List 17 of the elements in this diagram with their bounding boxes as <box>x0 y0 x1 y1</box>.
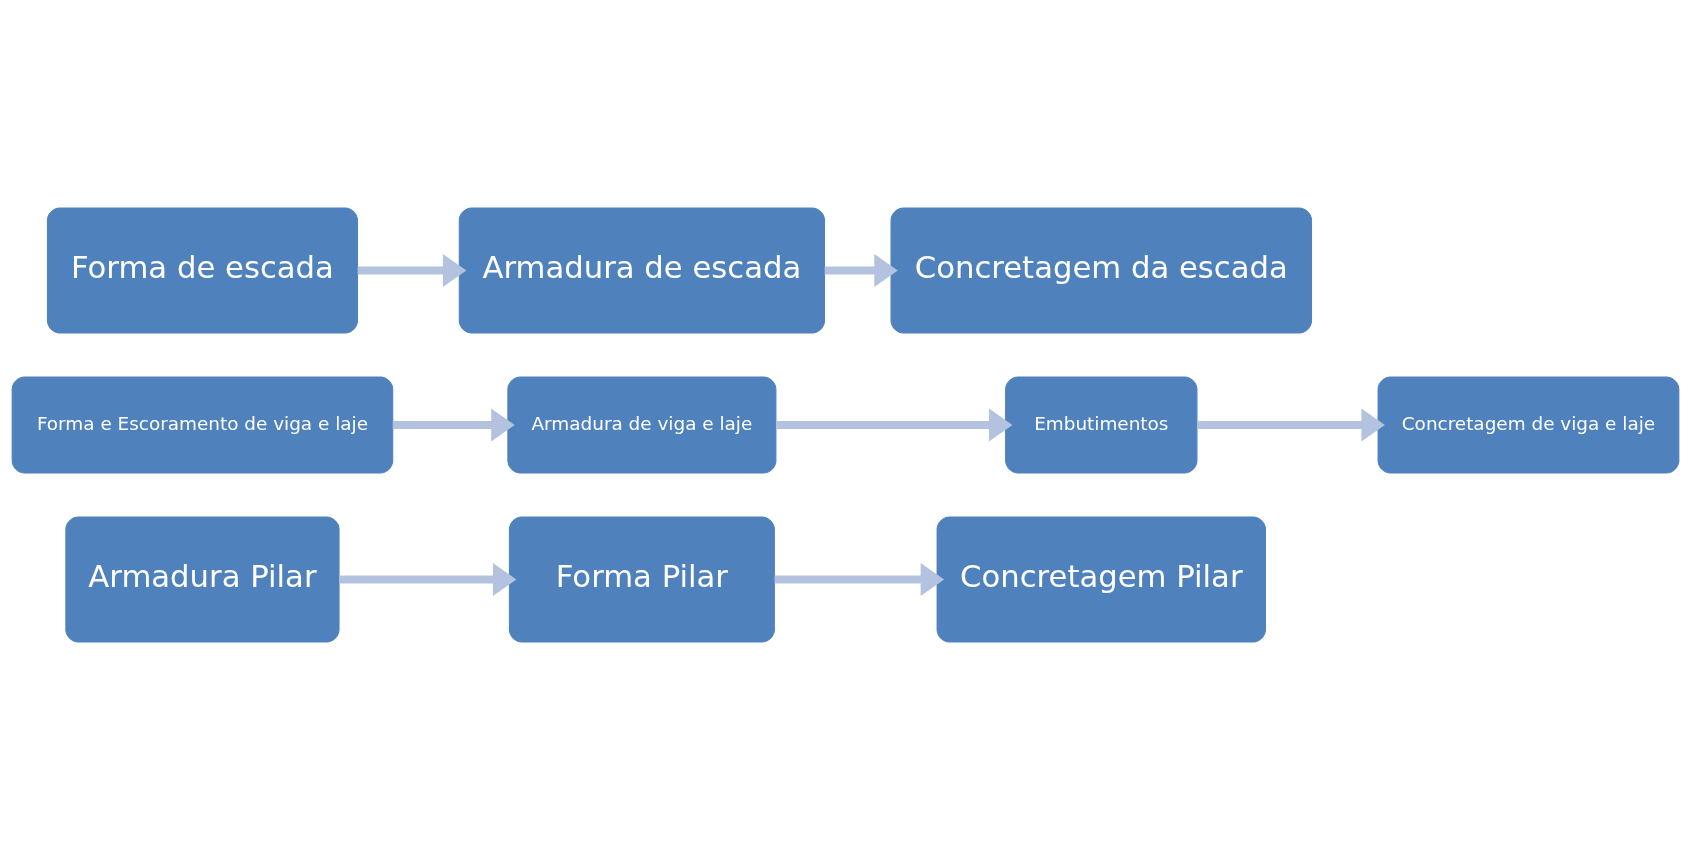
node-box: Concretagem Pilar <box>936 516 1266 642</box>
arrow <box>339 562 517 596</box>
node-box: Armadura de escada <box>458 207 826 333</box>
node-box: Forma de escada <box>46 207 358 333</box>
node-box: Forma e Escoramento de viga e laje <box>11 375 394 474</box>
arrow <box>357 253 467 287</box>
node-box: Armadura Pilar <box>65 516 340 642</box>
node-box: Embutimentos <box>1005 375 1198 474</box>
arrow <box>824 253 898 287</box>
node-box: Forma Pilar <box>508 516 775 642</box>
arrow <box>392 408 515 441</box>
arrow <box>1197 408 1385 441</box>
node-box: Concretagem de viga e laje <box>1377 375 1680 474</box>
arrow <box>776 408 1013 441</box>
node-box: Concretagem da escada <box>890 207 1313 333</box>
node-box: Armadura de viga e laje <box>507 375 777 474</box>
arrow <box>774 562 945 596</box>
